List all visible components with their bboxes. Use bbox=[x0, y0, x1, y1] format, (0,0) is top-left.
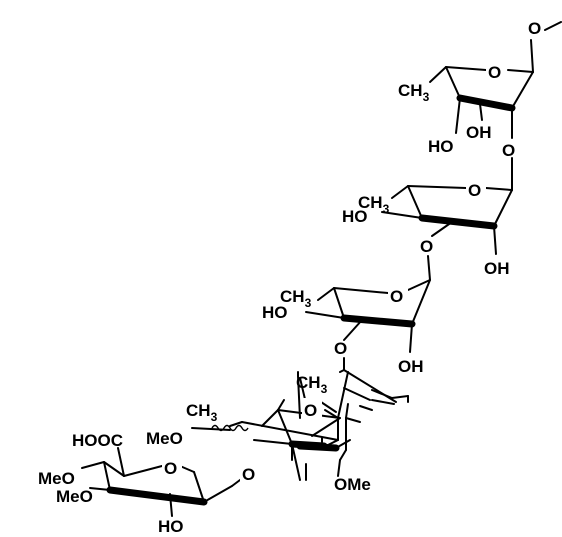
o-methyl-top: O bbox=[528, 19, 541, 38]
ch3-ring-2: CH3 bbox=[358, 193, 390, 216]
ch3-ring-4: CH3 bbox=[186, 401, 218, 424]
meo-ring-5-upper: MeO bbox=[38, 469, 75, 488]
oh-ring-2: OH bbox=[484, 259, 510, 278]
ring-5 bbox=[81, 447, 249, 517]
oh-ring-3: OH bbox=[398, 357, 424, 376]
ring-2 bbox=[381, 157, 513, 255]
ring-3 bbox=[305, 255, 431, 353]
ch3-ring-3: CH3 bbox=[280, 287, 312, 310]
ho-ring-1: HO bbox=[428, 137, 454, 156]
ch3-ring-1: CH3 bbox=[398, 81, 430, 104]
meo-ring-4: MeO bbox=[146, 429, 183, 448]
o-link-2: O bbox=[420, 237, 433, 256]
o-ring-5: O bbox=[164, 459, 177, 478]
o-ring-1: O bbox=[488, 63, 501, 82]
wavy-stereo-bond bbox=[211, 424, 249, 432]
hooc-ring-5: HOOC bbox=[72, 431, 123, 450]
o-ring-4: O bbox=[304, 401, 317, 420]
o-link-3: O bbox=[334, 339, 347, 358]
o-ring-2: O bbox=[468, 181, 481, 200]
o-link-4: O bbox=[242, 465, 255, 484]
ring-4-core bbox=[191, 371, 409, 481]
atom-labels: O CH3 O OH HO O CH3 O HO O OH CH3 O HO O… bbox=[38, 16, 543, 536]
ho-ring-3: HO bbox=[262, 303, 288, 322]
oh-ring-1: OH bbox=[466, 123, 492, 142]
o-ring-3: O bbox=[390, 287, 403, 306]
ring-1 bbox=[429, 21, 562, 139]
o-link-1: O bbox=[502, 141, 515, 160]
meo-ring-5-lower: MeO bbox=[56, 487, 93, 506]
ho-ring-2: HO bbox=[342, 207, 368, 226]
ome-ring-4: OMe bbox=[334, 475, 371, 494]
ho-ring-5: HO bbox=[158, 517, 184, 536]
ch3-ring-4-axial: CH3 bbox=[296, 373, 328, 396]
